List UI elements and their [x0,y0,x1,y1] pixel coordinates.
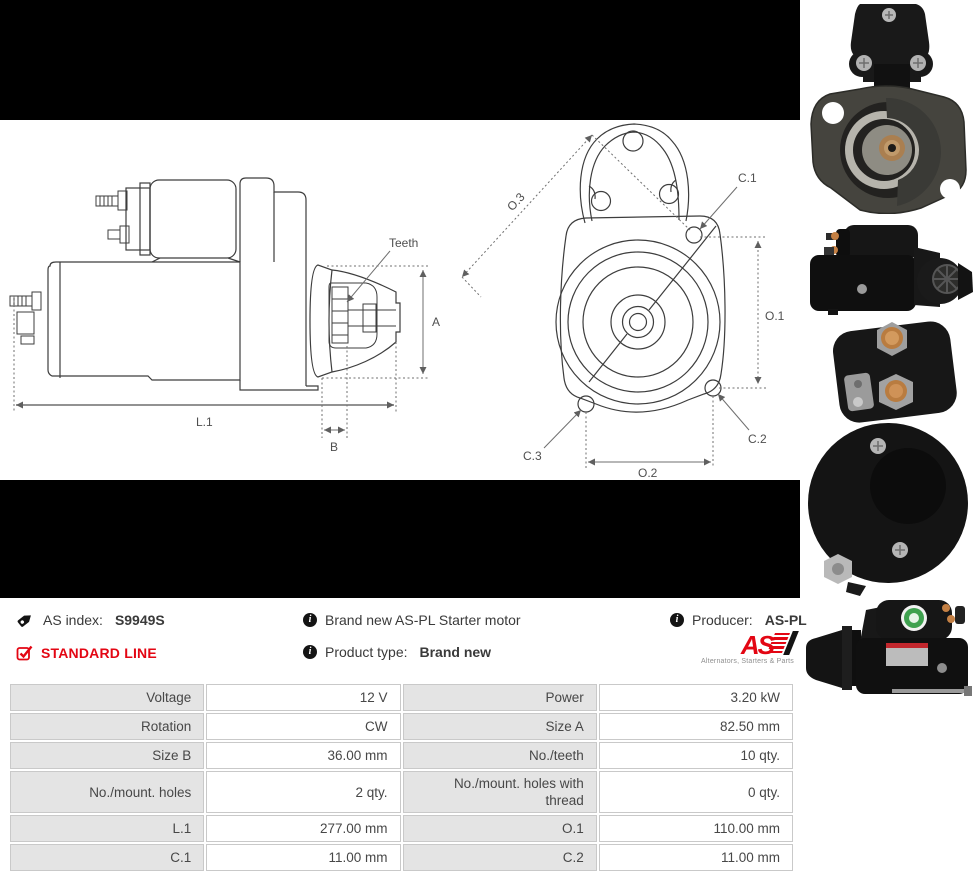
product-type-value: Brand new [419,644,492,660]
photo-front-flange-view [810,4,967,214]
photo-solenoid-rear-view [808,321,968,596]
dim-o3-label: O.3 [504,190,528,214]
description-text: Brand new AS-PL Starter motor [325,612,521,628]
producer-row: i Producer: AS-PL [670,612,807,628]
as-pl-logo-tagline: Alternators, Starters & Parts [701,658,794,665]
spec-value: 11.00 mm [598,844,793,872]
standard-line-row: STANDARD LINE [16,644,157,661]
product-type-row: i Product type: Brand new [303,644,491,660]
teeth-label: Teeth [389,236,418,250]
spec-value: 2 qty. [206,771,401,814]
as-index-label: AS index: [43,612,103,628]
spec-label: Rotation [10,713,205,740]
spec-label: No./mount. holes [10,771,205,814]
front-view-dimensions [461,134,766,468]
dim-l1-label: L.1 [196,415,213,429]
spec-value: 10 qty. [598,742,793,769]
dim-c3-label: C.3 [523,449,542,463]
spec-label: L.1 [10,815,205,843]
spec-table: Voltage 12 V Power 3.20 kW Rotation CW S… [10,684,793,872]
producer-label: Producer: [692,612,753,628]
spec-label: O.1 [402,815,597,843]
front-view-drawing [555,123,726,413]
spec-value: 12 V [206,684,401,711]
redacted-middle-block [0,480,800,598]
dim-b-label: B [330,440,338,454]
spec-value: CW [206,713,401,740]
photo-side-view-right [810,225,973,315]
front-view-labels: O.3 C.1 O.1 C.2 C.3 O.2 [504,171,785,480]
side-view-labels: Teeth A L.1 B [196,236,440,454]
spec-value: 3.20 kW [598,684,793,711]
info-icon: i [303,613,317,627]
tag-icon [17,615,31,627]
dim-c2-label: C.2 [748,432,767,446]
spec-label: Voltage [10,684,205,711]
spec-value: 110.00 mm [598,815,793,843]
dim-a-label: A [432,315,440,329]
side-view-dimensions [13,250,428,438]
spec-label: No./mount. holes with thread [402,771,597,814]
description-row: i Brand new AS-PL Starter motor [303,612,521,628]
as-index-value: S9949S [114,612,165,628]
spec-label: C.1 [10,844,205,872]
spec-value: 277.00 mm [206,815,401,843]
standard-line-label: STANDARD LINE [41,644,157,661]
as-pl-logo-mark: AS [740,630,799,660]
product-type-label: Product type: [325,644,408,660]
dim-o2-label: O.2 [638,466,658,480]
spec-label: Power [402,684,597,711]
side-view-drawing [9,177,401,391]
spec-value: 36.00 mm [206,742,401,769]
as-index-row: AS index: S9949S [16,612,165,628]
photo-side-view-left [806,600,972,696]
spec-label: Size B [10,742,205,769]
technical-drawing: Teeth A L.1 B [9,123,785,480]
dim-o1-label: O.1 [765,309,785,323]
redacted-top-block [0,0,800,120]
dim-c1-label: C.1 [738,171,757,185]
spec-value: 0 qty. [598,771,793,814]
spec-label: C.2 [402,844,597,872]
as-pl-logo-text: AS [740,630,775,660]
spec-label: Size A [402,713,597,740]
info-icon: i [303,645,317,659]
checkbox-check-icon [16,645,33,661]
as-pl-logo: AS Alternators, Starters & Parts [688,630,799,670]
spec-label: No./teeth [402,742,597,769]
spec-value: 82.50 mm [598,713,793,740]
producer-value: AS-PL [764,612,807,628]
spec-value: 11.00 mm [206,844,401,872]
info-icon: i [670,613,684,627]
